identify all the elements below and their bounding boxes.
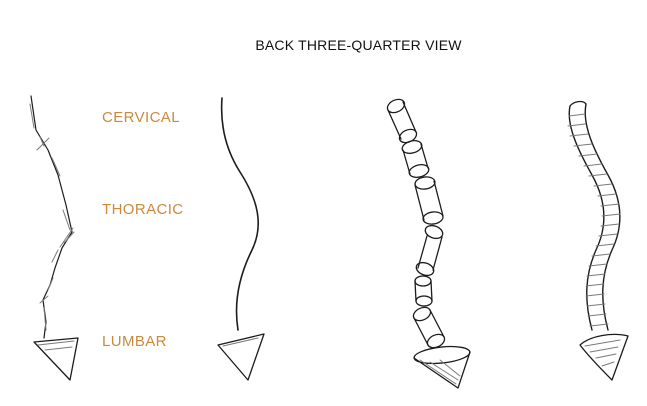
label-thoracic: THORACIC [102,201,184,218]
spine-s-curve [217,97,265,381]
label-cervical: CERVICAL [102,109,180,126]
label-lumbar: LUMBAR [102,333,167,350]
spine-stick-sketch [29,95,79,381]
spine-segmented [567,100,629,381]
diagram-title: BACK THREE-QUARTER VIEW [255,37,462,53]
spine-cylinders [386,98,471,389]
